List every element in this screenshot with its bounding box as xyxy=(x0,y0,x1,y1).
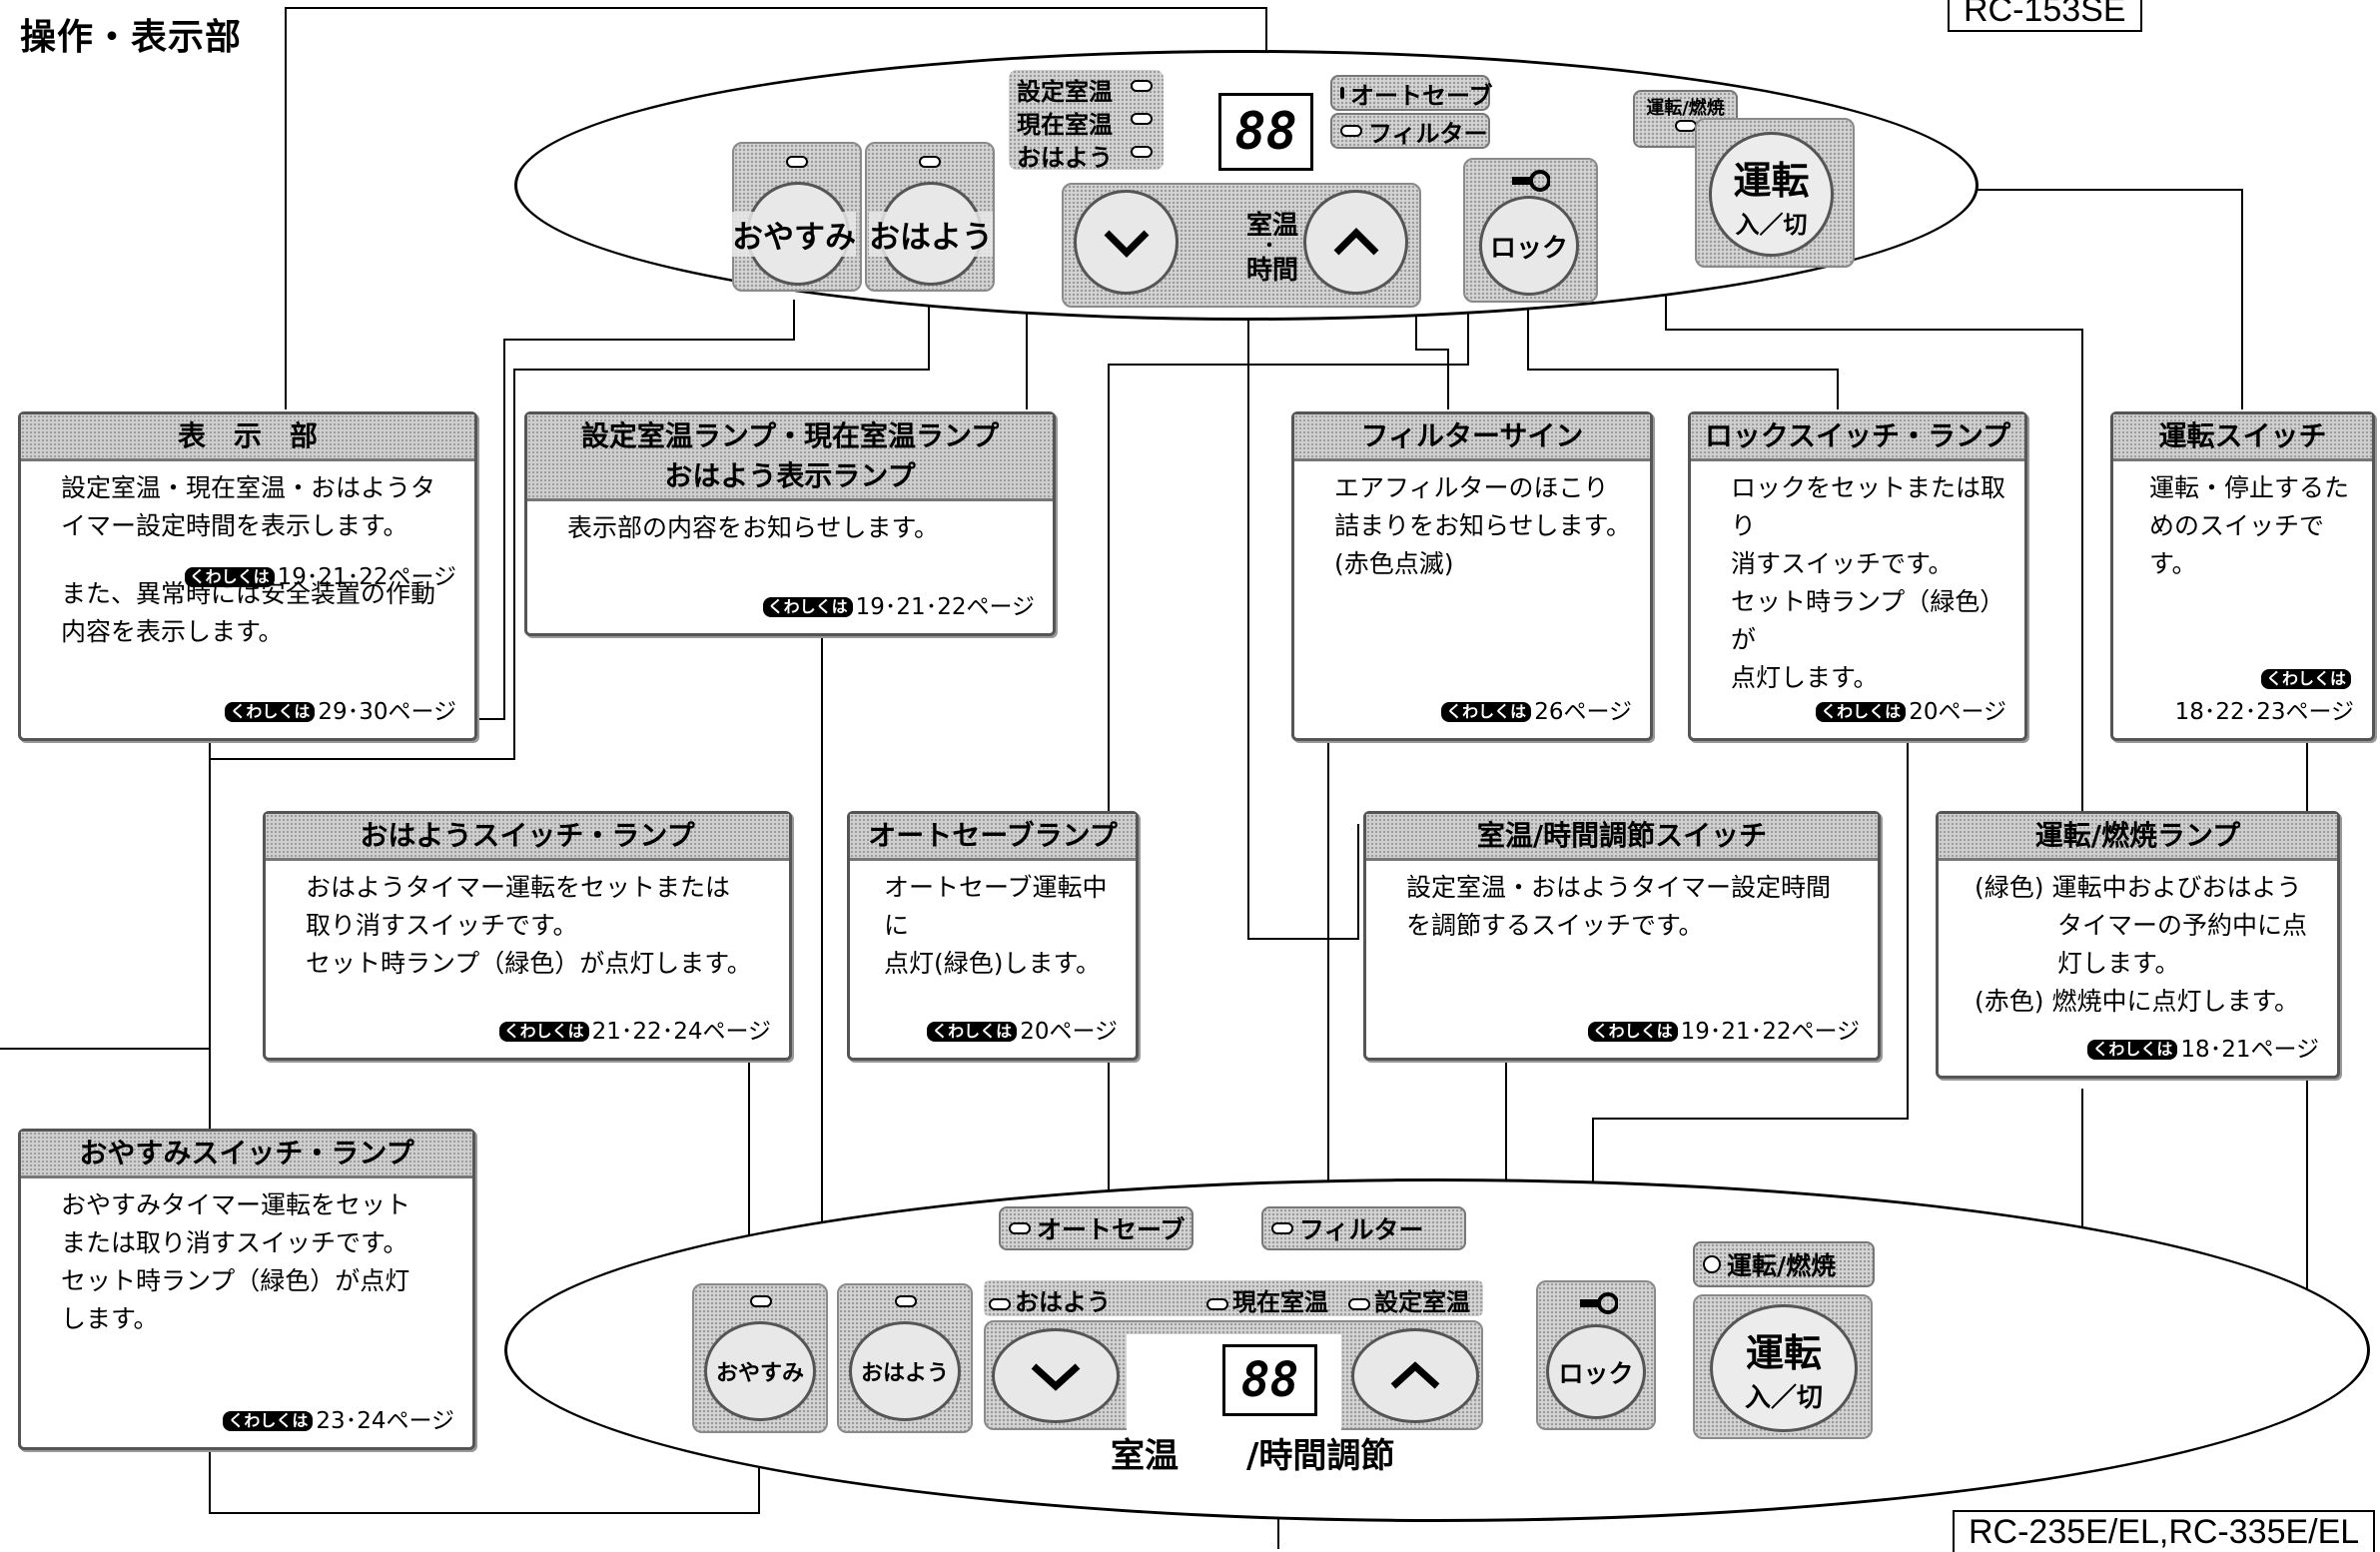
filter-lamp-top: フィルター xyxy=(1330,113,1490,149)
up-button-top[interactable] xyxy=(1303,190,1408,295)
oyasumi-button-bottom[interactable]: おやすみ xyxy=(692,1283,828,1433)
chevron-down-icon xyxy=(1104,230,1149,258)
ohayou-indicator-lamp xyxy=(1131,146,1153,158)
lamp-genzai-label: 現在室温 xyxy=(1017,111,1113,139)
down-button-bottom[interactable] xyxy=(992,1328,1120,1423)
ohayou-label: おはよう xyxy=(869,212,993,257)
callout-lock: ロックスイッチ・ランプ ロックをセットまたは取り 消すスイッチです。 セット時ラ… xyxy=(1688,411,2027,741)
lamp-ohayou-label: おはよう xyxy=(1017,144,1113,172)
filter-lamp-bottom: フィルター xyxy=(1261,1206,1466,1250)
display-7seg-bottom: 88 xyxy=(1222,1344,1317,1416)
model-label-top: RC-153SE xyxy=(1948,0,2142,32)
page-title: 操作・表示部 xyxy=(20,17,243,58)
indicator-lamp-strip-bottom xyxy=(984,1280,1483,1316)
model-label-bottom: RC-235E/EL,RC-335E/EL xyxy=(1953,1510,2376,1552)
callout-oyasumi: おやすみスイッチ・ランプ おやすみタイマー運転をセット または取り消すスイッチで… xyxy=(18,1129,475,1450)
chevron-up-icon xyxy=(1390,1360,1440,1389)
ohayou-lamp-bottom xyxy=(895,1295,917,1307)
ohayou-lamp xyxy=(919,156,941,168)
chevron-down-icon xyxy=(1031,1362,1081,1391)
lock-button-bottom[interactable]: ロック xyxy=(1536,1280,1656,1430)
callout-filter: フィルターサイン エアフィルターのほこり 詰まりをお知らせします。 (赤色点滅)… xyxy=(1291,411,1653,741)
lock-button-top[interactable]: ロック xyxy=(1463,158,1598,303)
callout-lamps: 設定室温ランプ・現在室温ランプ おはよう表示ランプ 表示部の内容をお知らせします… xyxy=(524,411,1056,636)
settei-lamp xyxy=(1131,80,1153,92)
adjust-label-2: ・ xyxy=(1260,236,1278,257)
run-lamp-bottom: 運転/燃焼 xyxy=(1693,1241,1875,1287)
adjust-label-3: 時間 xyxy=(1246,256,1299,286)
genzai-lamp xyxy=(1131,113,1153,125)
up-button-bottom[interactable] xyxy=(1351,1328,1479,1423)
oyasumi-label: おやすみ xyxy=(732,212,856,257)
key-icon xyxy=(1512,170,1550,192)
oyasumi-lamp-bottom xyxy=(750,1295,772,1307)
run-button-top[interactable]: 運転入／切 xyxy=(1695,118,1855,268)
lamp-settei-label: 設定室温 xyxy=(1017,78,1113,106)
down-button-top[interactable] xyxy=(1074,190,1179,295)
lamp-ohayou-label-bottom: おはよう xyxy=(989,1282,1111,1317)
key-icon xyxy=(1580,1292,1618,1314)
ohayou-button-bottom[interactable]: おはよう xyxy=(837,1283,973,1433)
lamp-genzai-label-bottom: 現在室温 xyxy=(1206,1282,1328,1317)
autosave-lamp-top: オートセーブ xyxy=(1330,75,1493,111)
run-button-bottom[interactable]: 運転入／切 xyxy=(1693,1294,1873,1439)
callout-burn: 運転/燃焼ランプ (緑色) 運転中およびおはよう タイマーの予約中に点 灯します… xyxy=(1936,811,2340,1079)
callout-adjust: 室温/時間調節スイッチ 設定室温・おはようタイマー設定時間 を調節するスイッチで… xyxy=(1363,811,1881,1061)
adjust-label-1: 室温 xyxy=(1246,211,1299,241)
autosave-lamp-bottom: オートセーブ xyxy=(999,1206,1193,1250)
lamp-settei-label-bottom: 設定室温 xyxy=(1348,1282,1470,1317)
callout-display: 表 示 部 設定室温・現在室温・おはようタ イマー設定時間を表示します。 くわし… xyxy=(18,411,477,741)
display-7seg-top: 88 xyxy=(1218,93,1313,171)
adjust-label-bottom: 室温 /時間調節 xyxy=(1111,1436,1395,1476)
callout-ohayou: おはようスイッチ・ランプ おはようタイマー運転をセットまたは 取り消すスイッチで… xyxy=(263,811,792,1061)
oyasumi-lamp xyxy=(786,156,808,168)
chevron-up-icon xyxy=(1333,227,1378,255)
